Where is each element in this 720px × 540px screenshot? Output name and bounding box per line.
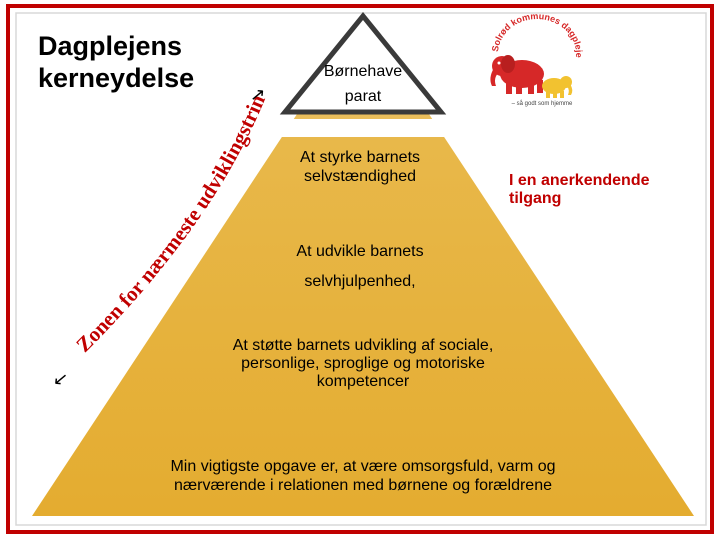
level-3-line-2: personlige, sproglige og motoriske — [241, 355, 485, 372]
logo-tagline: – så godt som hjemme — [512, 100, 573, 107]
red-elephant-icon — [490, 55, 544, 94]
title-line-2: kerneydelse — [38, 63, 195, 93]
level-3-line-1: At støtte barnets udvikling af sociale, — [232, 337, 494, 354]
level-1-line-1: At styrke barnets — [299, 149, 421, 166]
arrow-left-icon: ← — [48, 367, 73, 393]
level-3-label: At støtte barnets udvikling af sociale, … — [200, 337, 526, 391]
yellow-elephant-icon — [542, 76, 573, 98]
level-1-line-2: selvstændighed — [303, 168, 417, 185]
side-label-line-1: I en anerkendende — [509, 172, 650, 189]
page-title: Dagplejens kerneydelse — [38, 30, 194, 94]
side-label-line-2: tilgang — [509, 190, 562, 207]
apex-label: Børnehave parat — [303, 59, 423, 109]
level-2-label: At udvikle barnets selvhjulpenhed, — [255, 237, 465, 297]
level-2-line-2: selvhjulpenhed, — [304, 273, 416, 290]
level-2-line-1: At udvikle barnets — [296, 243, 424, 260]
apex-label-line-2: parat — [344, 88, 382, 105]
level-1-label: At styrke barnets selvstændighed — [260, 148, 460, 186]
base-label: Min vigtigste opgave er, at være omsorgs… — [120, 457, 606, 495]
apex-triangle — [279, 12, 447, 115]
inner-border — [15, 12, 707, 526]
base-line-2: nærværende i relationen med børnene og f… — [174, 477, 552, 494]
title-line-1: Dagplejens — [38, 31, 183, 61]
logo-arc-text: Solrød kommunes dagpleje — [490, 12, 584, 58]
dagpleje-logo: Solrød kommunes dagpleje – så godt som h… — [490, 12, 584, 107]
side-label: I en anerkendende tilgang — [509, 172, 650, 208]
pyramid — [32, 14, 694, 516]
level-3-line-3: kompetencer — [316, 373, 410, 390]
apex-label-line-1: Børnehave — [323, 63, 403, 80]
base-line-1: Min vigtigste opgave er, at være omsorgs… — [170, 458, 556, 475]
outer-border — [6, 4, 714, 534]
apex-gap — [269, 119, 457, 137]
